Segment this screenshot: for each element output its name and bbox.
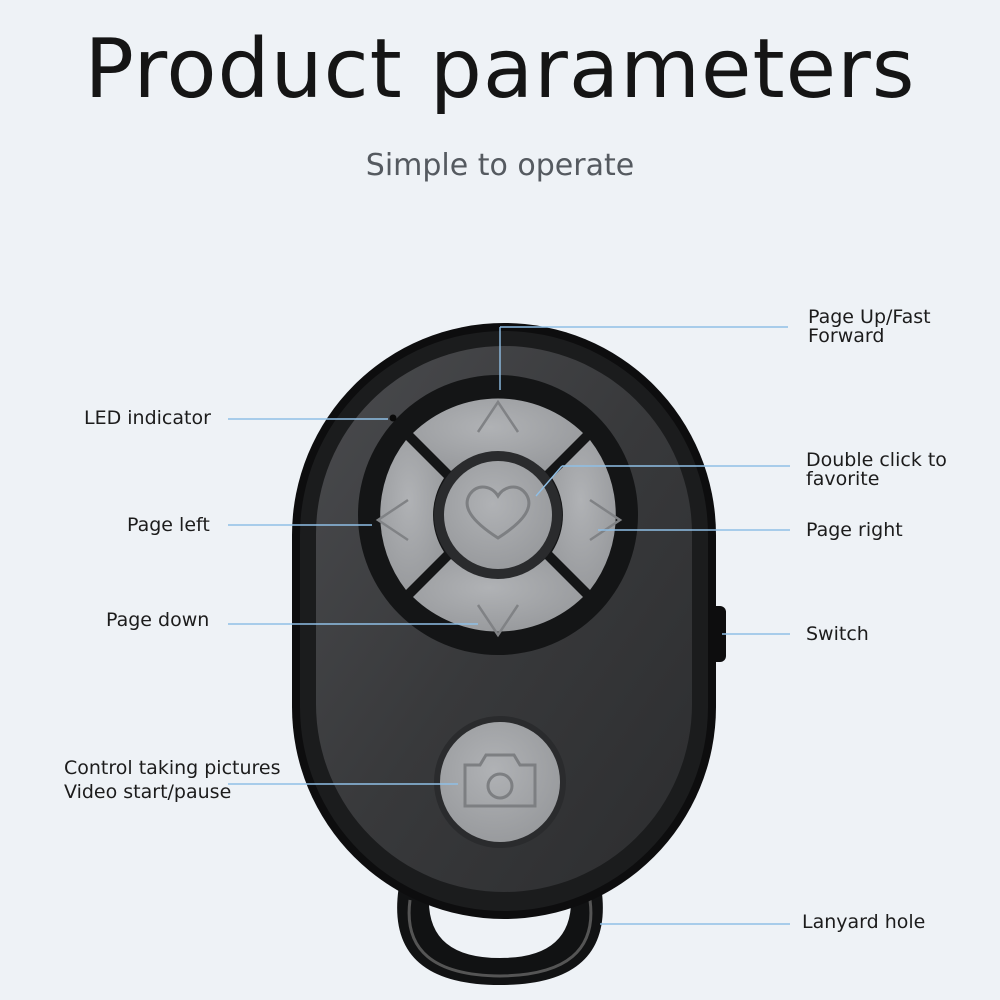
label-page-down: Page down <box>106 609 210 631</box>
label-double-click-line1: Double click to <box>806 449 947 471</box>
lanyard-loop <box>397 880 603 985</box>
label-page-right: Page right <box>806 519 903 541</box>
label-double-click: Double click to favorite <box>806 451 947 489</box>
d-pad <box>380 398 616 632</box>
page-up-segment <box>413 398 583 471</box>
label-page-up-line1: Page Up/Fast <box>808 306 931 328</box>
arrow-down-icon <box>476 604 520 638</box>
label-page-up: Page Up/Fast Forward <box>808 308 931 346</box>
page-subtitle: Simple to operate <box>365 148 635 183</box>
label-switch: Switch <box>806 623 869 645</box>
page-down-segment <box>413 559 583 632</box>
label-control-line1: Control taking pictures <box>64 757 281 779</box>
arrow-right-icon <box>589 498 623 542</box>
heart-icon <box>465 485 531 540</box>
led-indicator-dot <box>389 414 397 422</box>
camera-shutter-button <box>440 722 560 842</box>
label-led-indicator: LED indicator <box>84 407 211 429</box>
label-control: Control taking pictures Video start/paus… <box>64 756 281 804</box>
camera-icon <box>463 753 537 808</box>
label-page-left: Page left <box>127 514 210 536</box>
label-control-line2: Video start/pause <box>64 781 232 803</box>
center-favorite-button <box>444 461 552 569</box>
label-double-click-line2: favorite <box>806 468 880 490</box>
label-lanyard-hole: Lanyard hole <box>802 911 926 933</box>
page-left-segment <box>380 440 444 590</box>
label-page-up-line2: Forward <box>808 325 885 347</box>
page-title: Product parameters <box>84 22 916 117</box>
page-right-segment <box>552 440 616 590</box>
leader-lines <box>228 326 790 925</box>
arrow-up-icon <box>476 399 520 433</box>
arrow-left-icon <box>375 498 409 542</box>
